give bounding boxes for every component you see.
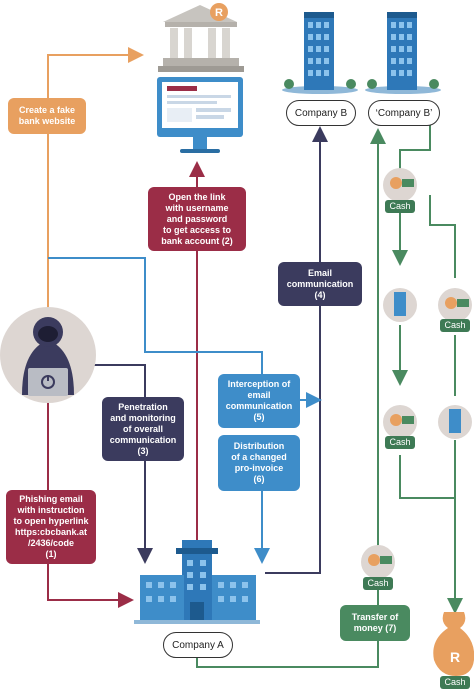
- fake-company-b-label: ‘Company B’: [368, 100, 440, 126]
- cash-label: Cash: [363, 577, 393, 590]
- penetration-monitoring-box: Penetration and monitoring of overall co…: [102, 397, 184, 461]
- interception-box: Interception of email communication (5): [218, 374, 300, 428]
- phishing-email-box: Phishing email with instruction to open …: [6, 490, 96, 564]
- money-bag-icon: R: [433, 612, 474, 676]
- cash-label: Cash: [385, 200, 415, 213]
- cash-label: Cash: [385, 436, 415, 449]
- fake-website-monitor-icon: [157, 77, 243, 153]
- cash-label: Cash: [440, 676, 470, 689]
- company-b-building-icon: [282, 12, 358, 94]
- transfer-of-money-box: Transfer of money (7): [340, 605, 410, 641]
- green-arrows: [196, 120, 463, 668]
- create-fake-bank-website-box: Create a fake bank website: [8, 98, 86, 134]
- email-communication-box: Email communication (4): [278, 262, 362, 306]
- bank-icon: R: [158, 3, 244, 72]
- cash-icons: [361, 168, 472, 579]
- bag-currency-symbol: R: [450, 649, 460, 665]
- cash-label: Cash: [440, 319, 470, 332]
- hacker-icon: [0, 307, 96, 403]
- distribution-box: Distribution of a changed pro-invoice (6…: [218, 435, 300, 491]
- building-circle-icons: [383, 288, 472, 439]
- company-a-label: Company A: [163, 632, 233, 658]
- bank-currency-symbol: R: [215, 7, 223, 19]
- orange-arrow: [47, 47, 144, 310]
- company-a-building-icon: [134, 540, 260, 624]
- open-link-box: Open the link with username and password…: [148, 187, 246, 251]
- fake-company-b-building-icon: [365, 12, 441, 94]
- company-b-label: Company B: [286, 100, 356, 126]
